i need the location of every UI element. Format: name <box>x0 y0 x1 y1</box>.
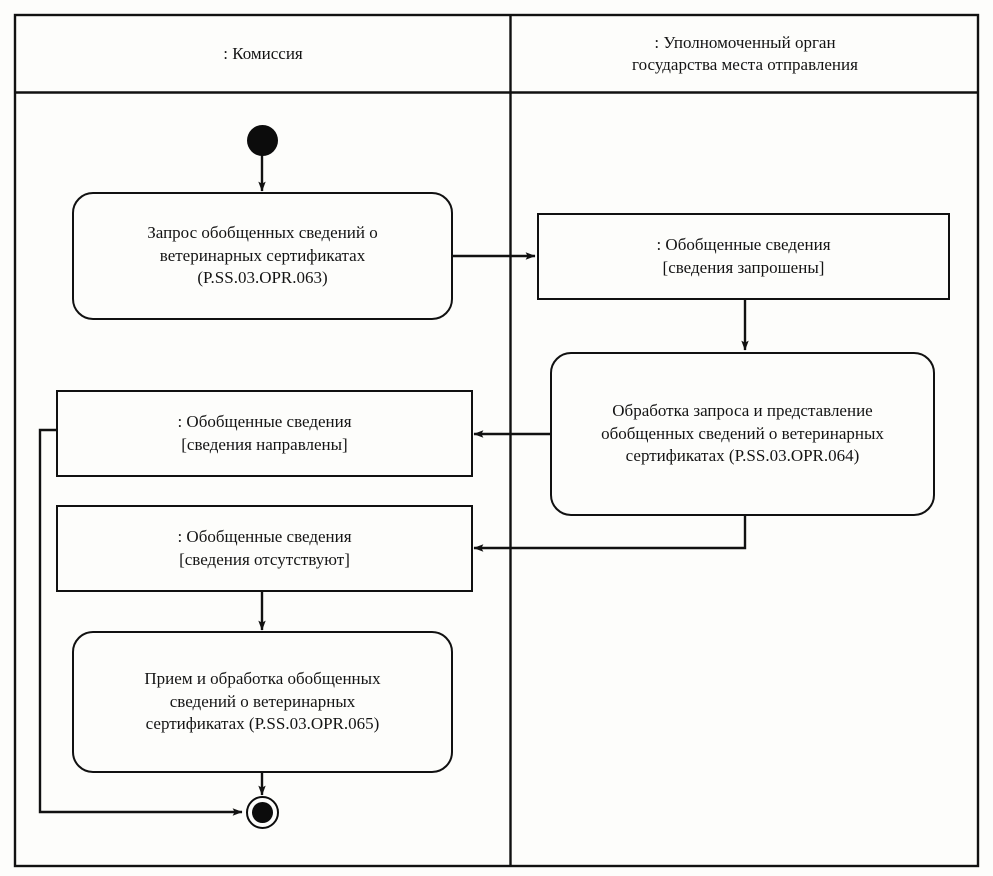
activity-receive-summary-info-label: Прием и обработка обобщенных сведений о … <box>144 669 381 734</box>
initial-node[interactable] <box>247 125 278 156</box>
activity-process-request-label: Обработка запроса и представление обобще… <box>601 401 884 466</box>
object-node-info-sent-label: : Обобщенные сведения [сведения направле… <box>177 412 352 454</box>
object-node-info-absent[interactable]: : Обобщенные сведения [сведения отсутств… <box>56 505 473 592</box>
swimlane-title-authority: : Уполномоченный орган государства места… <box>632 32 858 74</box>
object-node-info-sent[interactable]: : Обобщенные сведения [сведения направле… <box>56 390 473 477</box>
activity-receive-summary-info[interactable]: Прием и обработка обобщенных сведений о … <box>72 631 453 773</box>
object-node-info-requested-label: : Обобщенные сведения [сведения запрошен… <box>656 235 831 277</box>
activity-request-label: Запрос обобщенных сведений о ветеринарны… <box>147 223 378 288</box>
final-node[interactable] <box>246 796 279 829</box>
object-node-info-requested[interactable]: : Обобщенные сведения [сведения запрошен… <box>537 213 950 300</box>
swimlane-header-authority: : Уполномоченный орган государства места… <box>512 16 978 92</box>
edge-process-to-object-absent <box>473 516 747 552</box>
activity-process-request[interactable]: Обработка запроса и представление обобще… <box>550 352 935 516</box>
swimlane-title-commission: : Комиссия <box>223 43 303 63</box>
final-node-core <box>252 802 273 823</box>
object-node-info-absent-label: : Обобщенные сведения [сведения отсутств… <box>177 527 352 569</box>
swimlane-header-commission: : Комиссия <box>16 16 510 92</box>
activity-request-summary-info[interactable]: Запрос обобщенных сведений о ветеринарны… <box>72 192 453 320</box>
